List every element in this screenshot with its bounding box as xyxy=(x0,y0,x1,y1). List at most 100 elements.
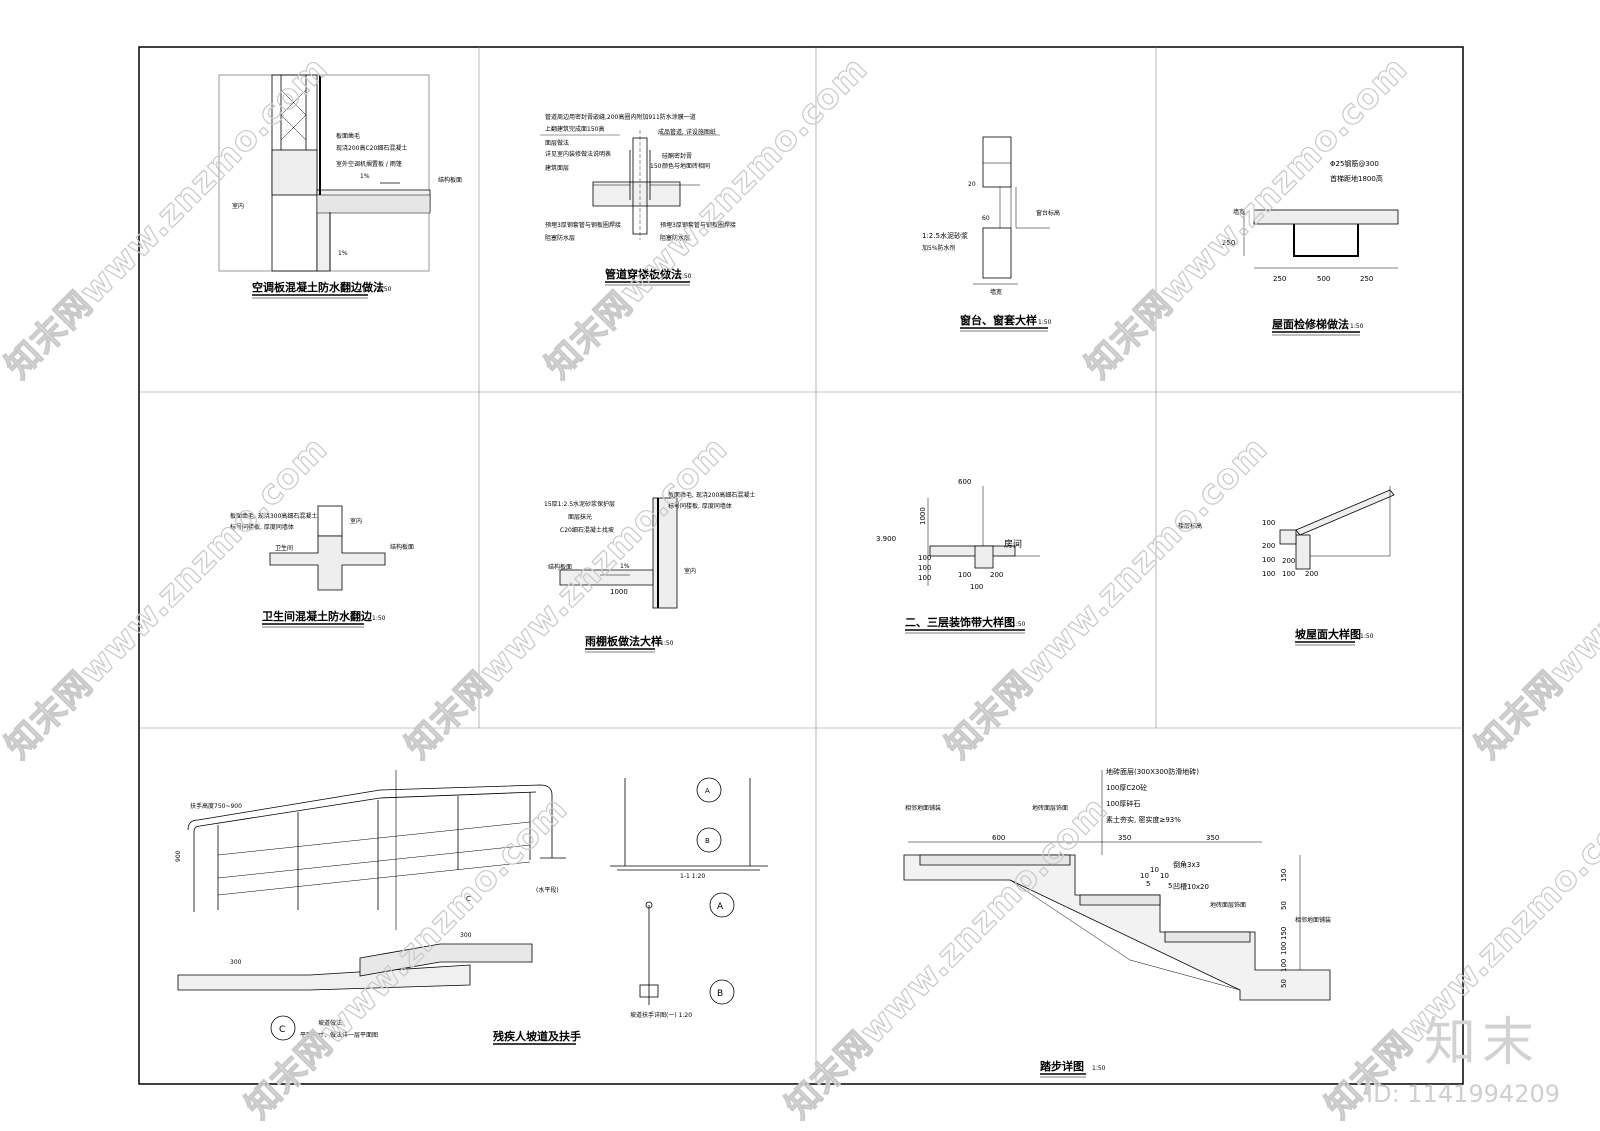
note: 预埋3厚钢套管与钢板圈焊接 xyxy=(660,221,736,229)
panel-scale: 1:50 xyxy=(1012,621,1026,628)
note: 100 xyxy=(970,583,983,591)
note: 20 xyxy=(968,181,976,188)
note: 颜色与地面砖相同 xyxy=(662,162,710,170)
watermark-text: 知末网www.znzmo.com xyxy=(538,49,876,387)
note: 1:2.5水泥砂浆 xyxy=(922,231,968,240)
note: 1% xyxy=(360,173,370,180)
watermark-text: 知末网www.znzmo.com xyxy=(778,789,1116,1127)
note: 200 xyxy=(990,571,1003,579)
panel-scale: 1:50 xyxy=(1360,633,1374,640)
note: 100 xyxy=(918,574,931,582)
note: 900 xyxy=(175,850,182,862)
note: 加5%防水剂 xyxy=(922,244,956,252)
panel-title: 二、三层装饰带大样图 xyxy=(905,615,1015,629)
window-sill-notes: 1:2.5水泥砂浆 加5%防水剂 窗台标高 墙宽 20 60 窗台、窗套大样 1… xyxy=(922,181,1060,332)
roof-ladder-notes: Φ25钢筋@300 首梯距地1800高 250 250 500 250 墙宽 屋… xyxy=(1222,159,1383,336)
detail-canopy-slab xyxy=(559,497,678,609)
note: 阻塞防水层 xyxy=(545,234,575,242)
note: 详见室内装修做法说明表 xyxy=(545,150,611,158)
detail-pipe-through-floor xyxy=(540,130,720,240)
panel-title: 残疾人坡道及扶手 xyxy=(493,1029,581,1043)
note: 相邻地面铺装 xyxy=(1295,916,1331,924)
note: 预埋3厚钢套管与钢板圈焊接 xyxy=(545,221,621,229)
note: 现浇200高C20细石混凝土 xyxy=(336,144,407,152)
note: 结构板面 xyxy=(390,543,414,551)
canopy-slab-notes: 15厚1:2.5水泥砂浆保护层 面层抹光 C20细石混凝土找坡 板面凿毛, 现浇… xyxy=(544,491,755,653)
note: C20细石混凝土找坡 xyxy=(560,526,614,534)
note: 200 xyxy=(1262,542,1275,550)
note: 卫生间 xyxy=(275,544,293,552)
note: 100 xyxy=(1280,959,1288,972)
accessible-ramp-notes: 扶手高度750~900 900 (水平段) 坡道做法 平面尺寸、做法详一层平面图… xyxy=(175,787,724,1045)
note: 标号同楼板, 厚度同墙体 xyxy=(230,523,294,531)
detail-stair-step xyxy=(903,770,1331,1001)
note: 结构板面 xyxy=(438,176,462,184)
note: C xyxy=(466,895,471,903)
note: 平面尺寸、做法详一层平面图 xyxy=(300,1031,378,1039)
note: 150 xyxy=(1280,869,1288,882)
note: 100厚碎石 xyxy=(1106,799,1140,808)
note: 建筑面层 xyxy=(545,164,569,172)
note: 5 xyxy=(1146,880,1150,888)
note: 600 xyxy=(992,834,1005,842)
note: 3.900 xyxy=(876,535,896,543)
watermark-text: 知末网www.znzmo.com xyxy=(938,429,1276,767)
note: 墙宽 xyxy=(990,288,1002,296)
note: 10 xyxy=(1160,872,1169,880)
detail-roof-ladder xyxy=(1243,209,1399,269)
panel-title: 窗台、窗套大样 xyxy=(960,313,1037,327)
note: 15厚1:2.5水泥砂浆保护层 xyxy=(544,500,615,508)
note: 首梯距地1800高 xyxy=(1330,174,1383,183)
note: 室外空调机搁置板 / 雨篷 xyxy=(336,160,402,168)
note: 结构板面 xyxy=(548,563,572,571)
detail-decor-band xyxy=(927,486,1040,586)
detail-window-sill xyxy=(973,136,1050,285)
note: A xyxy=(705,787,710,795)
note: Φ25钢筋@300 xyxy=(1330,159,1379,168)
note: 250 xyxy=(1360,275,1373,283)
note: 600 xyxy=(958,478,971,486)
watermark-id: ID: 1141994209 xyxy=(1366,1080,1560,1108)
panel-scale: 1:50 xyxy=(678,273,692,280)
panel-title: 雨棚板做法大样 xyxy=(585,634,662,648)
note: 地砖面层饰面 xyxy=(1210,901,1246,909)
note: 面层抹光 xyxy=(568,513,592,521)
note: 1000 xyxy=(919,507,927,525)
note: 1-1 1:20 xyxy=(680,873,705,880)
note: (水平段) xyxy=(536,886,559,894)
note: C xyxy=(279,1025,285,1035)
watermark-text: 知末网www.znzmo.com xyxy=(1318,789,1600,1127)
note: 室内 xyxy=(684,567,696,575)
sheet-frame xyxy=(138,46,1464,1085)
panel-scale: 1:50 xyxy=(1038,319,1052,326)
pipe-through-floor-notes: 管道周边用密封膏嵌缝,200高圈内附加911防水涂膜一道 上翻建筑完成面150高… xyxy=(545,113,736,286)
aircon-slab-notes: 板面凿毛 现浇200高C20细石混凝土 室外空调机搁置板 / 雨篷 室内 结构板… xyxy=(232,132,462,299)
note: 100 xyxy=(1280,942,1288,955)
panel-scale: 1:50 xyxy=(378,286,392,293)
panel-scale: 1:50 xyxy=(1092,1065,1106,1072)
bathroom-slab-notes: 板面凿毛, 现浇300高细石混凝土 标号同楼板, 厚度同墙体 室内 卫生间 结构… xyxy=(230,512,414,628)
detail-pitched-roof xyxy=(1279,486,1395,570)
note: 100 xyxy=(1262,556,1275,564)
note: 5 xyxy=(1168,882,1172,890)
note: 100 xyxy=(1262,570,1275,578)
note: 倒角3x3 xyxy=(1173,860,1200,869)
note: 150 xyxy=(650,163,662,170)
note: 500 xyxy=(1317,275,1330,283)
note: 100 xyxy=(918,554,931,562)
note: 300 xyxy=(460,932,472,939)
note: 管道周边用密封膏嵌缝,200高圈内附加911防水涂膜一道 xyxy=(545,113,696,121)
note: 10 xyxy=(1140,872,1149,880)
note: B xyxy=(705,837,710,845)
note: 1000 xyxy=(610,588,628,596)
note: 250 xyxy=(1222,239,1235,247)
note: 10 xyxy=(1150,866,1159,874)
note: B xyxy=(717,989,723,999)
note: 地砖面层饰面 xyxy=(1032,804,1068,812)
note: 相邻地面铺装 xyxy=(905,804,941,812)
note: 扶手高度750~900 xyxy=(190,802,242,810)
note: 1% xyxy=(620,563,630,570)
note: 350 xyxy=(1118,834,1131,842)
watermark-text: 知末网www.znzmo.com xyxy=(0,429,336,767)
